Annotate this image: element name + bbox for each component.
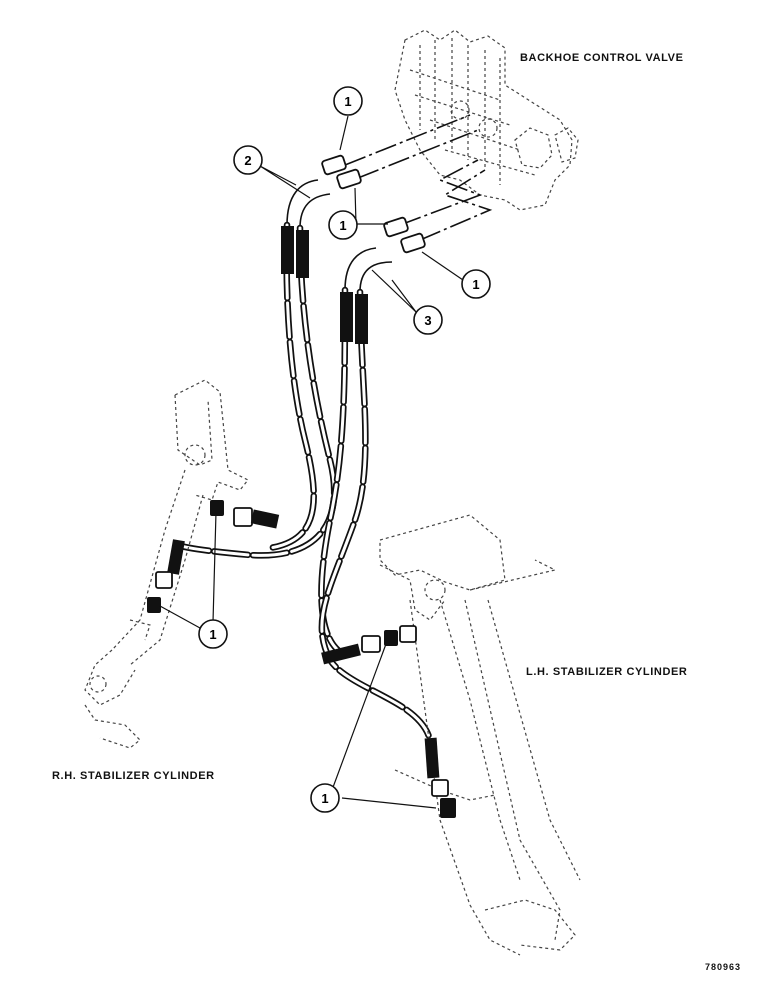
callout-number: 1	[339, 218, 346, 233]
lh-cylinder-fittings	[321, 625, 456, 818]
callout-3: 3	[371, 269, 443, 335]
callout-1-lh: 1	[310, 643, 437, 813]
callout-number: 1	[321, 791, 328, 806]
callout-1-valve-mid: 1	[328, 187, 388, 240]
rh-stabilizer-cylinder	[84, 379, 249, 749]
callout-number: 1	[344, 94, 351, 109]
callout-number: 1	[472, 277, 479, 292]
callout-number: 1	[209, 627, 216, 642]
rh-stabilizer-cylinder-label: R.H. STABILIZER CYLINDER	[52, 770, 215, 782]
valve-fittings	[286, 154, 426, 293]
callout-2: 2	[233, 145, 311, 199]
callout-number: 3	[424, 313, 431, 328]
callout-1-rh: 1	[159, 511, 228, 649]
rh-cylinder-fittings	[147, 500, 280, 613]
figure-number: 780963	[705, 962, 742, 972]
backhoe-control-valve-label: BACKHOE CONTROL VALVE	[520, 52, 684, 64]
backhoe-control-valve	[394, 29, 579, 211]
hydraulic-hoses	[174, 221, 434, 744]
callout-1-valve-top: 1	[333, 86, 363, 151]
valve-connection-lines	[344, 114, 493, 241]
callout-number: 2	[244, 153, 251, 168]
lh-stabilizer-cylinder-label: L.H. STABILIZER CYLINDER	[526, 666, 688, 678]
callout-1-valve-right: 1	[421, 251, 491, 299]
lh-stabilizer-cylinder	[379, 514, 581, 956]
